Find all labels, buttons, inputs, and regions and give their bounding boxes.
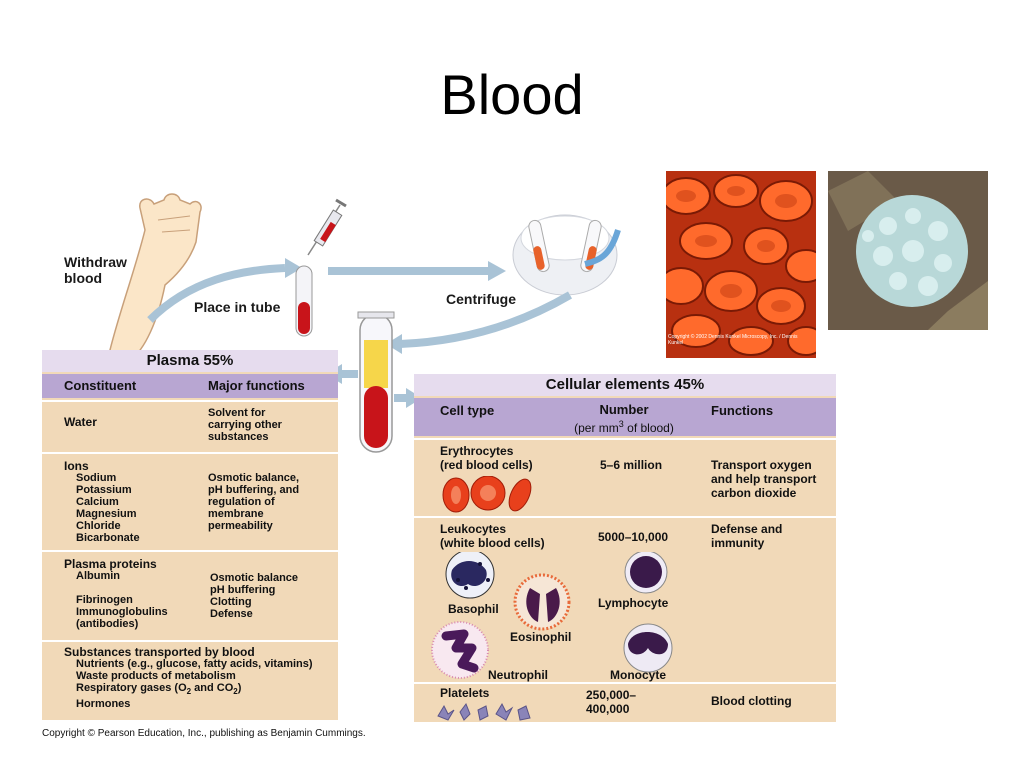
col-functions: Functions [711,403,774,418]
row-platelets: Platelets 250,000– 400,000 Blood clottin… [414,682,836,722]
eosinophil-label: Eosinophil [510,630,572,644]
leukocytes-number: 5000–10,000 [598,530,669,544]
syringe-icon [307,198,347,256]
plasma-row-ions: Ions Sodium Potassium Calcium Magnesium … [42,452,338,550]
platelets-name: Platelets [440,686,490,700]
red-cell-icons [442,476,532,513]
lymphocyte-label: Lymphocyte [598,596,669,610]
white-cell-icons [431,552,673,679]
photo-credit: Copyright © 2002 Dennis Kunkel Microscop… [668,334,798,346]
arrow-to-tube [399,291,573,348]
cellular-heading: Cellular elements 45% [414,374,836,396]
copyright-text: Copyright © Pearson Education, Inc., pub… [42,728,366,739]
water-functions: Solvent for carrying other substances [208,407,282,443]
col-number: Number (per mm3 of blood) [574,402,674,436]
neutrophil-label: Neutrophil [488,668,548,682]
cellular-table: Cellular elements 45% Cell type Number (… [414,374,836,722]
leukocytes-name: Leukocytes (white blood cells) [440,522,545,550]
row-leukocytes: Leukocytes (white blood cells) 5000–10,0… [414,516,836,682]
process-diagram [105,193,621,453]
erythrocytes-functions: Transport oxygen and help transport carb… [711,458,817,500]
ions-functions: Osmotic balance, pH buffering, and regul… [208,472,300,532]
leukocytes-functions: Defense and immunity [711,522,783,550]
lymphocyte-icon [624,552,668,594]
arrow-withdraw [147,264,286,323]
white-cell-image [828,171,988,330]
col-cell-type: Cell type [440,403,495,418]
proteins-functions: Osmotic balance pH buffering Clotting De… [210,572,299,620]
eosinophil-icon [513,573,571,631]
withdraw-blood-label: Withdraw blood [64,254,127,286]
col-constituent: Constituent [64,378,137,393]
centrifuge-icon [512,214,621,296]
respiratory-gases: Respiratory gases (O2 and CO2) [76,682,242,697]
plasma-row-proteins: Plasma proteins Albumin Fibrinogen Immun… [42,550,338,640]
basophil-label: Basophil [448,602,499,616]
place-in-tube-label: Place in tube [194,299,281,315]
plasma-row-water: Water Solvent for carrying other substan… [42,400,338,452]
col-major-functions: Major functions [208,378,305,393]
centrifuge-label: Centrifuge [446,291,516,307]
small-tube-icon [295,265,313,337]
white-blood-cell-photo [828,171,988,330]
cellular-column-header: Cell type Number (per mm3 of blood) Func… [414,398,836,436]
proteins-list: Plasma proteins Albumin Fibrinogen Immun… [64,557,168,630]
row-erythrocytes: Erythrocytes (red blood cells) 5–6 milli… [414,438,836,516]
separated-tube-icon [357,311,395,453]
erythrocytes-number: 5–6 million [600,458,663,472]
red-blood-cells-photo: Copyright © 2002 Dennis Kunkel Microscop… [666,171,816,358]
substances-list: Substances transported by blood Nutrient… [64,645,313,711]
platelets-number: 250,000– 400,000 [586,688,637,716]
monocyte-icon [623,623,673,673]
monocyte-label: Monocyte [610,668,667,682]
plasma-row-substances: Substances transported by blood Nutrient… [42,640,338,720]
plasma-column-header: Constituent Major functions [42,374,338,398]
platelet-icons [437,702,531,721]
basophil-icon [445,552,495,599]
slide-title: Blood [440,63,584,126]
erythrocytes-name: Erythrocytes (red blood cells) [440,444,533,472]
neutrophil-icon [431,621,489,679]
platelets-function: Blood clotting [711,694,792,708]
red-cells-image [666,171,816,358]
ions-list: Ions Sodium Potassium Calcium Magnesium … [64,459,140,544]
water-label: Water [64,415,97,429]
plasma-heading: Plasma 55% [42,350,338,372]
plasma-table: Plasma 55% Constituent Major functions W… [42,350,338,720]
